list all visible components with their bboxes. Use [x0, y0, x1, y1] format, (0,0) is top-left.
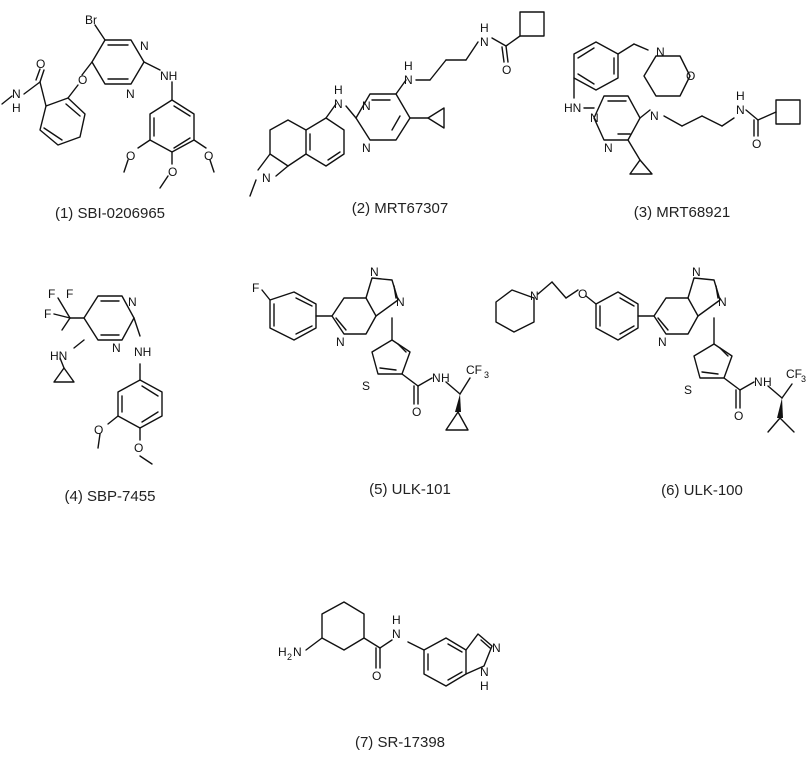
atom-n: N — [396, 295, 405, 309]
atom-o: O — [168, 165, 177, 179]
atom-n: N — [754, 375, 763, 389]
compound-sbp-7455: F F F N N HN NH O O (4) SBP-7455 — [44, 287, 163, 505]
atom-h: H — [278, 645, 287, 659]
atom-n: N — [736, 103, 745, 117]
atom-n: N — [392, 627, 401, 641]
caption: (5) ULK-101 — [369, 481, 451, 498]
caption: (4) SBP-7455 — [65, 488, 156, 505]
atom-n: N — [692, 265, 701, 279]
atom-n: N — [404, 73, 413, 87]
compound-mrt68921: N O HN N N N H N O (3) MRT68921 — [564, 41, 801, 221]
caption: (1) SBI-0206965 — [55, 205, 165, 222]
atom-s: S — [362, 379, 370, 393]
atom-n: N — [480, 665, 489, 679]
atom-n: N — [480, 35, 489, 49]
atom-n: N — [370, 265, 379, 279]
atom-n: N — [604, 141, 613, 155]
atom-h: H — [736, 89, 745, 103]
atom-o: O — [752, 137, 761, 151]
compound-sr-17398: H 2 N N H O N N H (7) SR-17398 — [278, 601, 501, 751]
atom-h: H — [404, 59, 413, 73]
atom-o: O — [36, 57, 45, 71]
atom-h: H — [763, 375, 772, 389]
atom-subscript: 3 — [801, 374, 806, 384]
atom-n: N — [128, 295, 137, 309]
atom-hn: HN — [564, 101, 581, 115]
atom-subscript: 2 — [287, 652, 292, 662]
atom-o: O — [204, 149, 213, 163]
atom-n: N — [658, 335, 667, 349]
atom-n: N — [336, 335, 345, 349]
atom-o: O — [502, 63, 511, 77]
atom-o: O — [94, 423, 103, 437]
atom-n: N — [650, 109, 659, 123]
caption: (3) MRT68921 — [634, 204, 730, 221]
atom-n: N — [432, 371, 441, 385]
atom-h: H — [441, 371, 450, 385]
compound-ulk-100: N O N N N S O N H CF 3 (6) ULK-100 — [495, 265, 806, 499]
atom-o: O — [134, 441, 143, 455]
atom-n: N — [126, 87, 135, 101]
atom-hn: HN — [50, 349, 67, 363]
atom-f: F — [48, 287, 55, 301]
atom-s: S — [684, 383, 692, 397]
atom-o: O — [412, 405, 421, 419]
atom-h: H — [480, 21, 489, 35]
atom-h: H — [12, 101, 21, 115]
atom-n: N — [112, 341, 121, 355]
atom-n: N — [656, 45, 665, 59]
atom-o: O — [126, 149, 135, 163]
atom-n: N — [362, 141, 371, 155]
compound-mrt67307: H N O H N H N N N N (2) MRT67307 — [249, 11, 545, 217]
atom-n: N — [293, 645, 302, 659]
atom-f: F — [44, 307, 51, 321]
caption: (7) SR-17398 — [355, 734, 445, 751]
atom-n: N — [590, 111, 599, 125]
atom-n: N — [140, 39, 149, 53]
atom-o: O — [372, 669, 381, 683]
atom-n: N — [362, 99, 371, 113]
atom-f: F — [66, 287, 73, 301]
atom-nh: NH — [160, 69, 177, 83]
atom-o: O — [78, 73, 87, 87]
atom-cf: CF — [466, 363, 482, 377]
atom-h: H — [334, 83, 343, 97]
caption: (2) MRT67307 — [352, 200, 448, 217]
caption: (6) ULK-100 — [661, 482, 743, 499]
atom-br: Br — [85, 13, 97, 27]
atom-cf: CF — [786, 367, 802, 381]
compound-ulk-101: F N N N S O N H CF 3 (5) ULK-101 — [252, 265, 489, 498]
atom-o: O — [578, 287, 587, 301]
atom-n: N — [12, 87, 21, 101]
atom-o: O — [686, 69, 695, 83]
atom-n: N — [334, 97, 343, 111]
atom-n: N — [262, 171, 271, 185]
compound-sbi-0206965: Br O O N N NH N H O O O (1) SBI-0206965 — [1, 13, 215, 222]
atom-n: N — [530, 289, 539, 303]
atom-nh: NH — [134, 345, 151, 359]
atom-f: F — [252, 281, 259, 295]
atom-h: H — [480, 679, 489, 693]
atom-h: H — [392, 613, 401, 627]
atom-o: O — [734, 409, 743, 423]
atom-n: N — [718, 295, 727, 309]
atom-subscript: 3 — [484, 370, 489, 380]
atom-n: N — [492, 641, 501, 655]
